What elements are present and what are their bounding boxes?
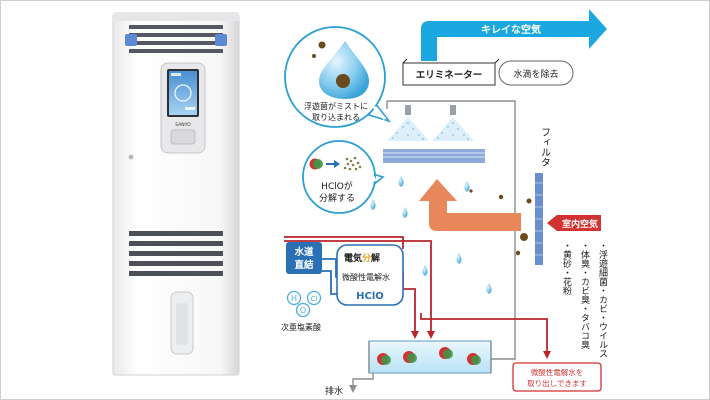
hclo-decompose-callout: HClOが 分解する xyxy=(303,141,383,213)
remove-droplets-callout: 水滴を除去 xyxy=(499,61,573,85)
electrolysis-title: 電気分解 xyxy=(344,252,380,264)
hclo-label: HClO xyxy=(356,291,384,302)
indicator-light-icon xyxy=(125,34,137,46)
panel-button[interactable] xyxy=(171,130,195,144)
nozzle-icon xyxy=(432,105,474,141)
air-purifier-unit: SANYO xyxy=(113,13,239,375)
tap-water-text-1: 水道 xyxy=(294,246,314,258)
indicator-light-icon xyxy=(215,34,227,46)
pollutant-item: ・体臭・カビ臭・タバコ臭 xyxy=(579,241,590,350)
hypochlorous-acid-molecule-icon: H O Cl 次亜塩素酸 xyxy=(281,292,321,333)
control-panel: SANYO xyxy=(161,63,205,153)
hypochlorous-acid-label: 次亜塩素酸 xyxy=(281,322,321,332)
water-basin xyxy=(369,341,491,373)
eliminator: エリミネーター xyxy=(403,59,499,85)
pollutant-list: ・浮遊細菌・カビ・ウイルス ・体臭・カビ臭・タバコ臭 ・黄砂・花粉 xyxy=(561,241,608,358)
mist-capture-callout: 浮遊菌がミストに 取り込まれる xyxy=(285,27,389,127)
spray-nozzles xyxy=(387,105,474,141)
brand-label: SANYO xyxy=(175,122,191,128)
mist-capture-text-1: 浮遊菌がミストに xyxy=(304,101,368,111)
indoor-air-label-box: 室内空気 xyxy=(547,215,601,231)
pollutant-item: ・黄砂・花粉 xyxy=(561,241,572,296)
molecule-icon xyxy=(310,159,324,170)
drain-label: 排水 xyxy=(325,385,343,397)
drain: 排水 xyxy=(325,373,373,397)
indoor-air-arrow xyxy=(419,179,521,231)
weak-acid-water-label: 微酸性電解水 xyxy=(342,272,390,282)
clean-air-arrow: キレイな空気 xyxy=(421,9,607,61)
svg-text:Cl: Cl xyxy=(311,295,318,303)
takeout-text-1: 微酸性電解水を xyxy=(531,367,584,377)
nozzle-icon xyxy=(387,105,429,141)
svg-text:H: H xyxy=(291,294,297,303)
tap-water-box: 水道 直結 xyxy=(286,242,322,274)
remove-droplets-label: 水滴を除去 xyxy=(513,68,558,80)
takeout-text-2: 取り出しできます xyxy=(527,378,587,388)
filter: フィルタ xyxy=(535,127,551,265)
tap-water-text-2: 直結 xyxy=(294,259,314,271)
svg-text:O: O xyxy=(300,306,306,315)
electrolysis-box: 電気分解 微酸性電解水 HClO xyxy=(337,245,403,305)
indoor-air-label: 室内空気 xyxy=(562,218,598,230)
eliminator-label: エリミネーター xyxy=(416,69,483,81)
clean-air-label: キレイな空気 xyxy=(481,23,541,36)
mist-filter xyxy=(383,149,485,163)
filter-label: フィルタ xyxy=(539,127,551,167)
hclo-decompose-text-1: HClOが xyxy=(321,180,353,192)
hclo-decompose-text-2: 分解する xyxy=(319,192,355,204)
key-lock-icon xyxy=(129,155,134,160)
mist-capture-text-2: 取り込まれる xyxy=(312,113,360,122)
pollutant-item: ・浮遊細菌・カビ・ウイルス xyxy=(597,241,608,358)
takeout-label-box: 微酸性電解水を 取り出しできます xyxy=(513,363,601,391)
